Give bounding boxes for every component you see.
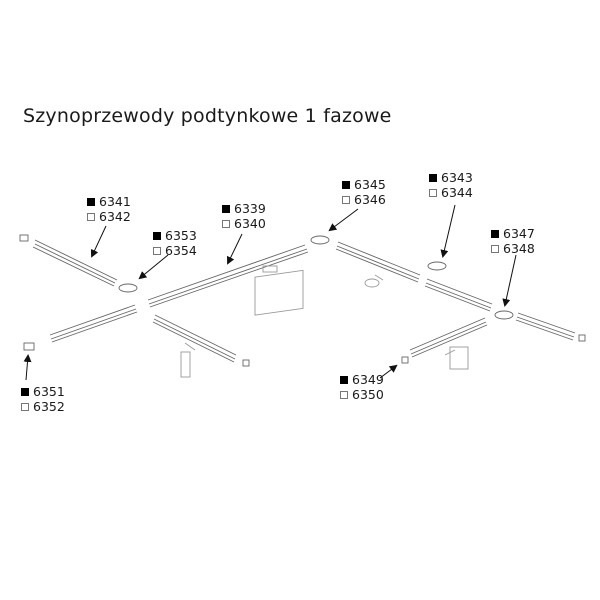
black-square-icon [153,231,161,240]
white-square-icon [222,219,230,228]
label-6353: 6353 6354 [153,228,197,258]
label-6347: 6347 6348 [491,226,535,256]
page-title: Szynoprzewody podtynkowe 1 fazowe [23,105,392,127]
arrow-6353 [138,254,169,280]
white-square-icon [21,402,29,411]
label-6351: 6351 6352 [21,384,65,414]
arrow-6339 [227,233,243,265]
white-square-icon [87,212,95,221]
black-square-icon [491,229,499,238]
rail-right-end [515,312,576,341]
label-6349: 6349 6350 [340,372,384,402]
black-square-icon [21,387,29,396]
connector-t-6347 [494,310,514,320]
rail-6339 [147,244,309,308]
arrow-6351 [23,354,32,381]
black-square-icon [429,173,437,182]
rail-bottom-left [49,304,138,343]
connector-6343 [427,261,447,271]
luminaire-pendant [364,274,384,288]
connector-x-6353 [118,283,138,293]
label-6345: 6345 6346 [342,177,386,207]
feed-6351 [23,342,35,351]
arrow-6349 [379,364,398,379]
white-square-icon [342,195,350,204]
end-cap-right [578,334,586,342]
label-6339: 6339 6340 [222,201,266,231]
arrow-6343 [440,204,456,258]
label-6343: 6343 6344 [429,170,473,200]
end-cap-top-left [19,234,29,242]
white-square-icon [429,188,437,197]
rail-lower-right [409,317,488,358]
black-square-icon [340,375,348,384]
white-square-icon [340,390,348,399]
white-square-icon [153,246,161,255]
white-square-icon [491,244,499,253]
arrow-6345 [328,208,359,232]
black-square-icon [222,204,230,213]
end-cap-6349 [401,356,409,364]
rail-top-right-2 [424,278,493,312]
label-6341: 6341 6342 [87,194,131,224]
luminaire-cube [444,346,469,370]
luminaire-box [254,265,304,316]
rail-center-down [152,314,237,363]
rail-top-right-1 [335,241,421,283]
luminaire-spot-center [180,342,196,378]
black-square-icon [342,180,350,189]
black-square-icon [87,197,95,206]
arrow-6347 [502,254,517,307]
connector-t-6345 [310,235,330,245]
rail-6341 [32,239,118,287]
end-cap-center [242,359,250,367]
arrow-6341 [90,225,107,258]
